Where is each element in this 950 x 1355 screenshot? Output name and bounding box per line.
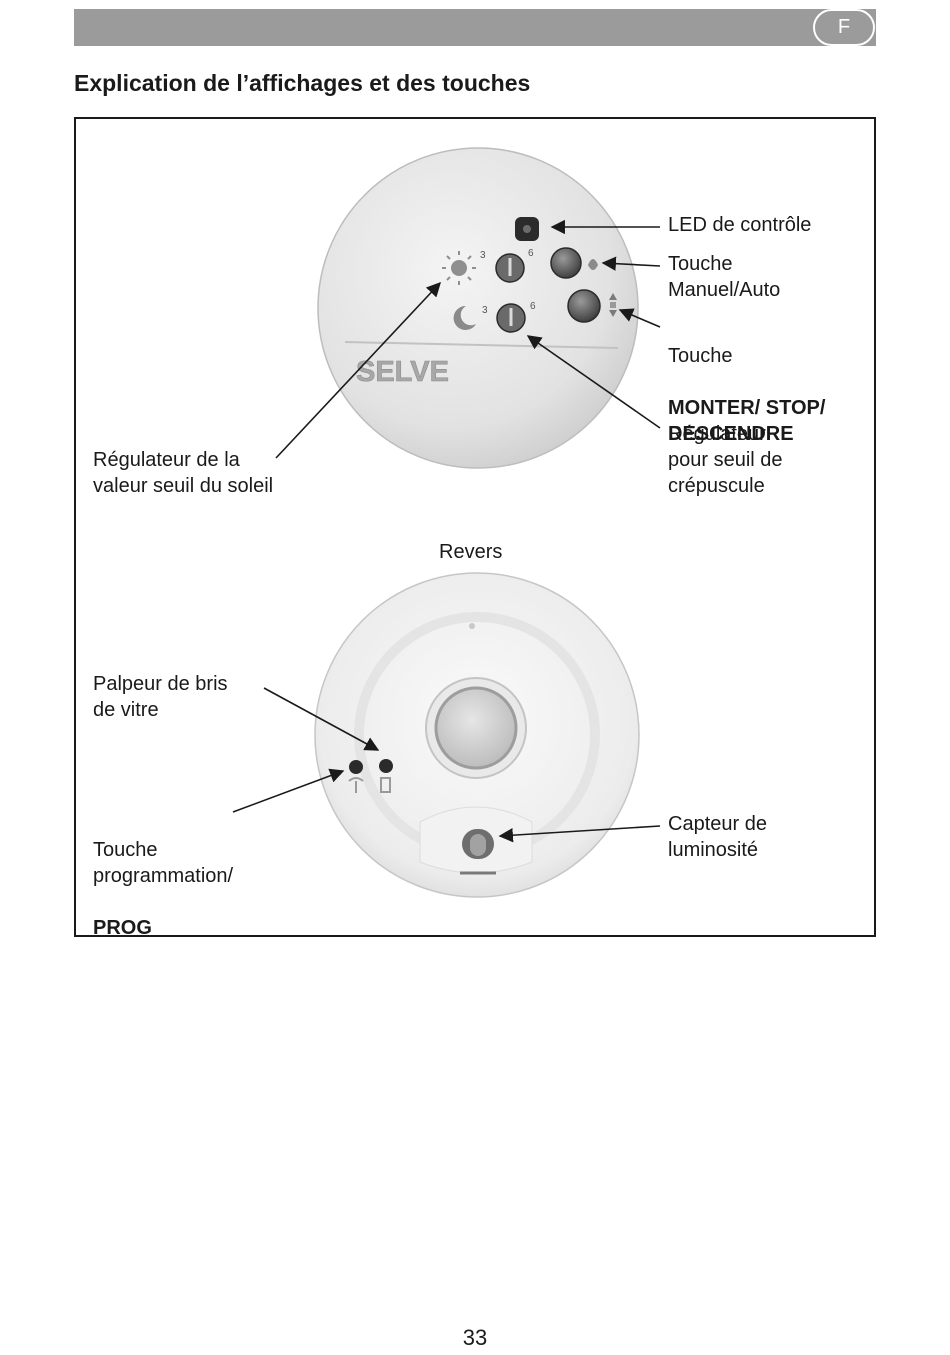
label-prog-line2: PROG (93, 917, 152, 939)
page-number: 33 (462, 1325, 488, 1350)
label-up-stop-down: Touche MONTER/ STOP/ DESCENDRE (668, 317, 825, 447)
label-up-stop-down-line2: MONTER/ STOP/ DESCENDRE (668, 397, 826, 445)
label-prog-line1: Touche programmation/ (93, 839, 234, 887)
sun-scale-max: 6 (528, 248, 534, 259)
glass-break-led (379, 759, 393, 773)
sun-icon (442, 251, 476, 285)
language-badge: F (813, 9, 875, 46)
label-up-stop-down-line1: Touche (668, 345, 733, 367)
label-dusk-regulator: Régulateur pour seuil de crépuscule (668, 423, 783, 497)
antenna-icon (348, 777, 364, 793)
label-reverse-heading: Revers (439, 541, 503, 563)
callout-lines (232, 219, 661, 843)
front-device: SELVE 3 6 (317, 147, 639, 469)
label-manual-auto: Touche Manuel/Auto (668, 253, 781, 301)
figure-frame (74, 117, 876, 937)
label-prog: Touche programmation/ PROG (93, 811, 233, 941)
brand-logo: SELVE (356, 356, 449, 388)
manual-auto-button[interactable] (550, 247, 582, 279)
label-light-sensor: Capteur de luminosité (668, 813, 767, 861)
header-bar (74, 9, 876, 46)
label-led: LED de contrôle (668, 214, 812, 236)
section-title: Explication de l’affichages et des touch… (74, 70, 531, 96)
sun-scale-min: 3 (480, 250, 486, 261)
moon-icon (453, 305, 476, 330)
up-down-arrows-icon (609, 293, 617, 317)
label-glass-break: Palpeur de bris de vitre (93, 673, 228, 721)
back-device (314, 572, 640, 898)
dusk-scale-max: 6 (530, 301, 536, 312)
dusk-scale-min: 3 (482, 305, 488, 316)
window-icon (380, 777, 391, 793)
up-stop-down-button[interactable] (567, 289, 601, 323)
prog-button[interactable] (349, 760, 363, 774)
hand-icon (588, 259, 598, 270)
label-sun-regulator: Régulateur de la valeur seuil du soleil (93, 449, 274, 497)
